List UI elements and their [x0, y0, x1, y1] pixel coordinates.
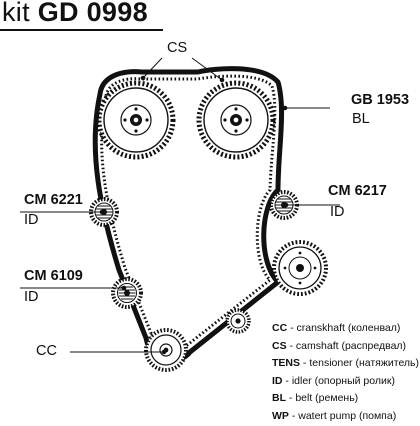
legend-row-cs: CS - camshaft (распредвал) [272, 339, 407, 352]
legend-row-wp: WP - watert pump (помпа) [272, 409, 397, 422]
cc-label: CC [36, 343, 57, 359]
belt-code-label: GB 1953 [351, 92, 410, 108]
legend-row-bl: BL - belt (ремень) [272, 392, 359, 405]
crankshaft-gear [144, 328, 188, 372]
legend: CC - cranskhaft (коленвал) CS - camshaft… [272, 320, 419, 426]
cs-label: CS [167, 40, 188, 56]
idler-top-right-code: CM 6217 [328, 183, 387, 199]
tensioner [225, 308, 251, 334]
belt-teeth [100, 74, 277, 354]
idler-top-right-role: ID [330, 204, 345, 220]
kit-prefix: kit [2, 0, 30, 27]
leader-lines [20, 57, 340, 355]
camshaft-gear-left [96, 80, 176, 160]
idler-bottom-left [111, 277, 143, 309]
legend-row-tens: TENS - tensioner (натяжитель) [272, 357, 420, 370]
idler-bottom-left-role: ID [24, 289, 39, 305]
idler-bottom-left-code: CM 6109 [24, 268, 83, 284]
title-underline [0, 29, 163, 31]
water-pump-gear [272, 240, 328, 296]
idler-top-left-role: ID [24, 212, 39, 228]
camshaft-gear-right [196, 80, 276, 160]
kit-code: GD 0998 [37, 0, 148, 27]
kit-title: kit GD 0998 [2, 0, 148, 28]
legend-row-cc: CC - cranskhaft (коленвал) [272, 322, 401, 334]
idler-top-left-code: CM 6221 [24, 192, 83, 208]
legend-row-id: ID - idler (опорный ролик) [272, 374, 395, 387]
belt-role-label: BL [352, 111, 370, 127]
